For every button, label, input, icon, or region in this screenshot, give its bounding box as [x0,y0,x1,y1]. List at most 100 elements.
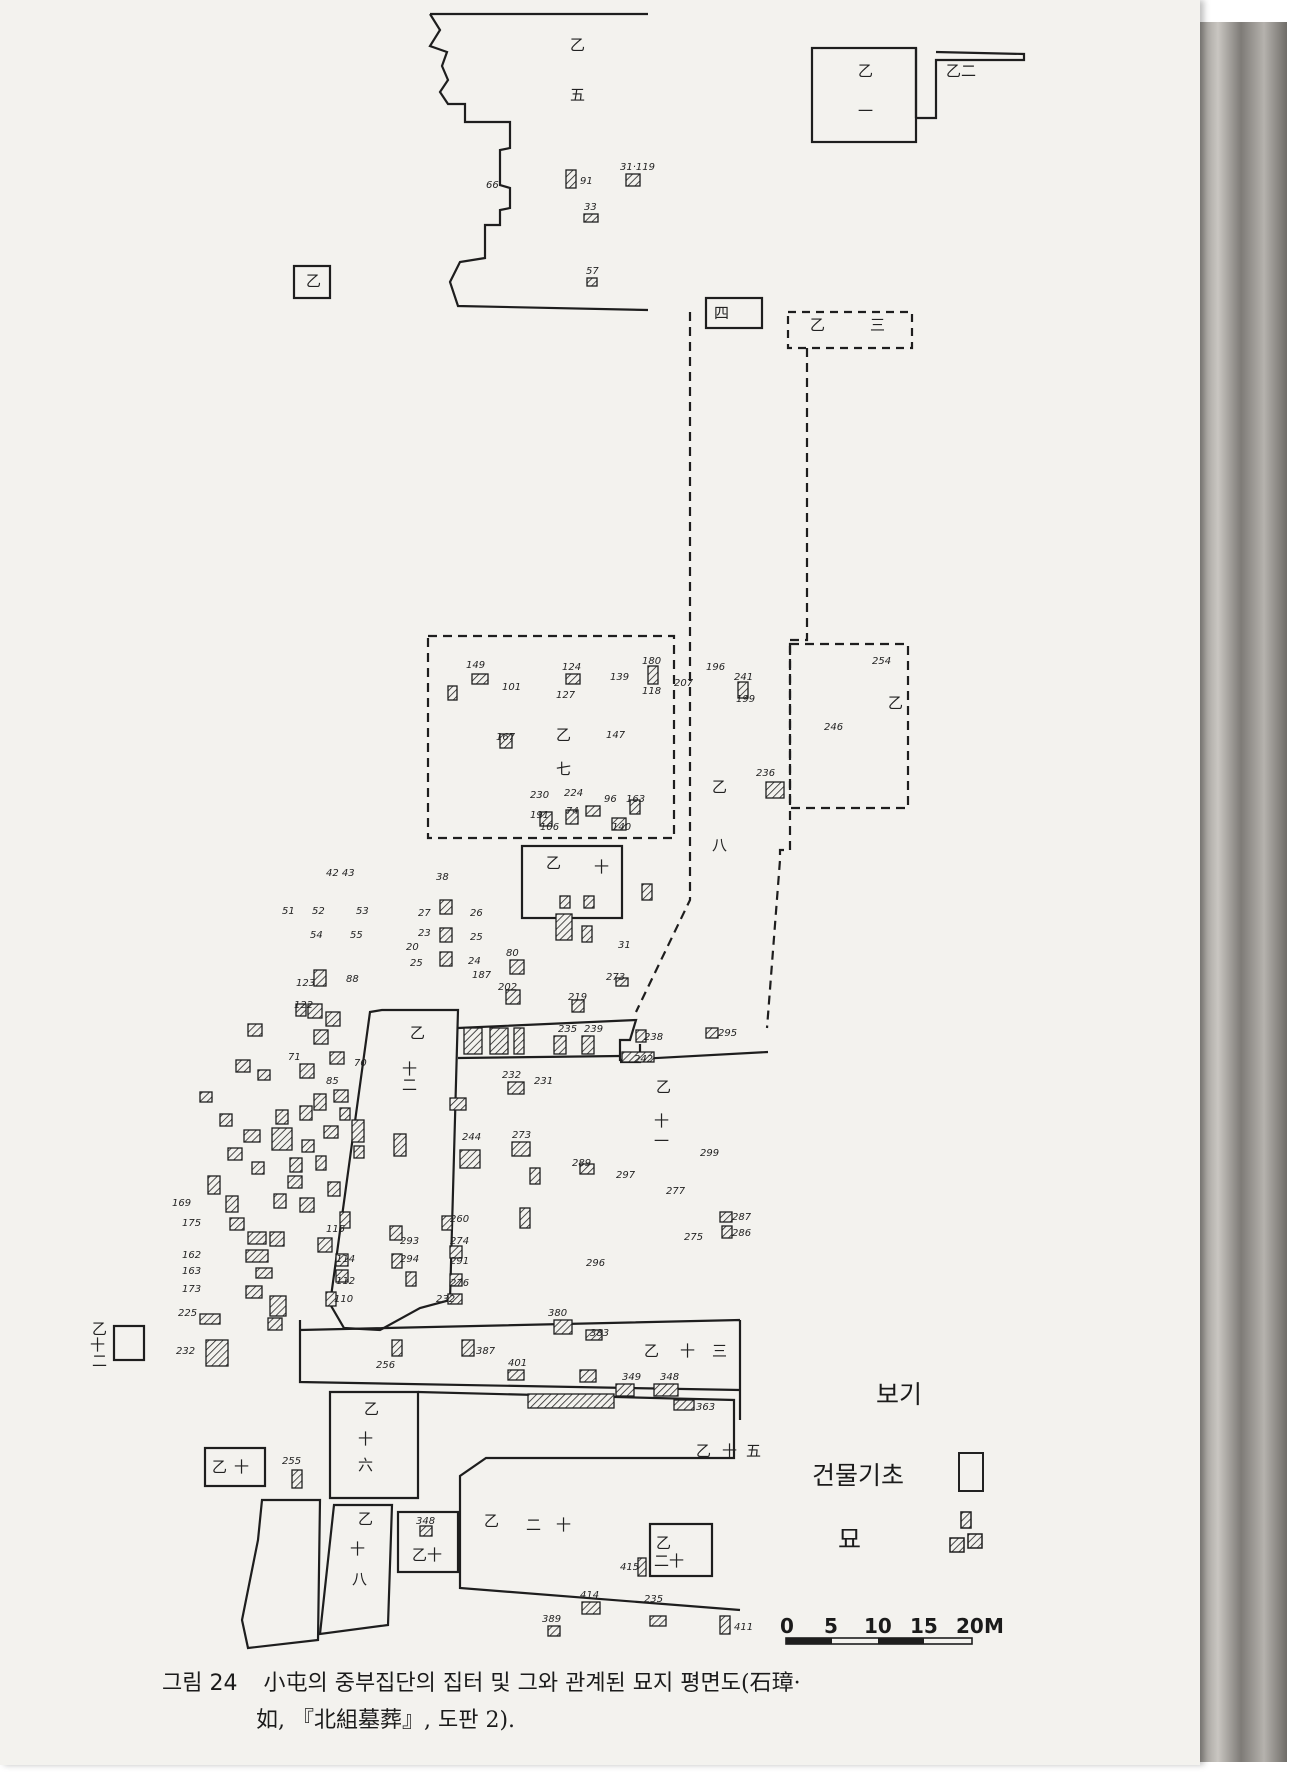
svg-text:四: 四 [714,304,729,322]
caption-line-1: 小屯의 중부집단의 집터 및 그와 관계된 묘지 평면도(石璋· [263,1671,801,1696]
svg-text:348: 348 [416,1516,435,1527]
svg-text:167: 167 [496,732,516,743]
legend-building-icon [958,1452,984,1492]
svg-text:乙十: 乙十 [412,1546,442,1564]
scale-labels: 0 5 10 15 20 M [780,1614,1010,1638]
svg-text:202: 202 [498,982,517,993]
svg-text:231: 231 [534,1076,553,1087]
svg-text:297: 297 [616,1170,636,1181]
svg-text:42 43: 42 43 [326,868,355,879]
svg-text:127: 127 [556,690,576,701]
svg-text:235: 235 [558,1024,577,1035]
svg-text:175: 175 [182,1218,201,1229]
svg-text:乙: 乙 [212,1458,227,1476]
svg-text:80: 80 [506,948,519,959]
svg-text:187: 187 [472,970,492,981]
svg-text:96: 96 [604,794,617,805]
svg-text:乙二: 乙二 [946,62,976,80]
svg-text:乙: 乙 [888,694,903,712]
svg-text:387: 387 [476,1346,496,1357]
svg-text:289: 289 [572,1158,591,1169]
svg-text:一: 一 [858,102,873,120]
svg-text:33: 33 [584,202,597,213]
svg-text:236: 236 [756,768,775,779]
svg-text:147: 147 [606,730,626,741]
svg-text:114: 114 [336,1254,355,1265]
svg-text:411: 411 [734,1622,753,1633]
svg-text:299: 299 [700,1148,719,1159]
svg-text:123: 123 [296,978,315,989]
svg-text:101: 101 [502,682,521,693]
svg-text:348: 348 [660,1372,679,1383]
svg-text:十: 十 [402,1060,417,1078]
svg-text:31: 31 [618,940,631,951]
svg-text:八: 八 [712,836,727,854]
svg-text:20: 20 [406,942,419,953]
svg-text:414: 414 [580,1590,599,1601]
svg-text:乙: 乙 [358,1510,373,1528]
svg-text:291: 291 [450,1256,469,1267]
svg-text:232: 232 [502,1070,521,1081]
svg-text:一: 一 [654,1132,669,1150]
svg-text:118: 118 [642,686,661,697]
svg-text:十: 十 [358,1430,373,1448]
legend-tomb-label: 묘 [838,1525,862,1554]
svg-text:294: 294 [400,1254,419,1265]
svg-text:235: 235 [644,1594,663,1605]
scale-tick-10: 10 [864,1614,892,1638]
svg-text:53: 53 [356,906,369,917]
scale-tick-20: 20 [956,1614,984,1638]
svg-text:七: 七 [556,760,571,778]
svg-text:十: 十 [90,1336,105,1354]
svg-text:230: 230 [530,790,549,801]
svg-text:163: 163 [626,794,645,805]
svg-text:91: 91 [580,176,593,187]
svg-text:70: 70 [354,1058,367,1069]
legend-tomb-icon [949,1511,983,1553]
svg-text:二: 二 [526,1516,541,1534]
svg-text:260: 260 [450,1214,469,1225]
svg-text:六: 六 [358,1456,373,1474]
svg-text:五: 五 [746,1442,761,1460]
svg-text:乙: 乙 [484,1512,499,1530]
svg-text:乙: 乙 [712,778,727,796]
svg-text:乙: 乙 [858,62,873,80]
svg-text:乙: 乙 [92,1320,107,1338]
svg-text:244: 244 [462,1132,481,1143]
scale-tick-0: 0 [780,1614,794,1638]
svg-text:三: 三 [712,1342,727,1360]
svg-text:乙: 乙 [570,36,585,54]
svg-text:110: 110 [334,1294,353,1305]
svg-text:乙: 乙 [364,1400,379,1418]
svg-text:256: 256 [376,1360,395,1371]
svg-text:乙: 乙 [306,272,321,290]
svg-text:十: 十 [654,1112,669,1130]
svg-text:88: 88 [346,974,359,985]
svg-text:219: 219 [568,992,587,1003]
svg-text:23: 23 [418,928,431,939]
svg-text:66: 66 [486,180,499,191]
svg-text:232: 232 [436,1294,455,1305]
svg-text:296: 296 [586,1258,605,1269]
svg-text:207: 207 [674,678,694,689]
svg-text:十: 十 [594,858,609,876]
svg-text:191: 191 [530,810,549,821]
svg-text:225: 225 [178,1308,197,1319]
svg-text:274: 274 [450,1236,469,1247]
svg-text:383: 383 [590,1328,609,1339]
svg-text:140: 140 [612,822,631,833]
svg-text:25: 25 [470,932,483,943]
svg-text:74: 74 [566,806,579,817]
svg-text:122: 122 [294,1000,313,1011]
svg-text:38: 38 [436,872,449,883]
svg-text:二十: 二十 [654,1552,684,1570]
svg-text:173: 173 [182,1284,201,1295]
book-page-edge [1195,22,1287,1762]
legend-building-label: 건물기초 [812,1461,905,1490]
svg-text:24: 24 [468,956,481,967]
svg-text:五: 五 [570,86,585,104]
tomb-markers [199,169,785,1637]
svg-text:295: 295 [718,1028,737,1039]
